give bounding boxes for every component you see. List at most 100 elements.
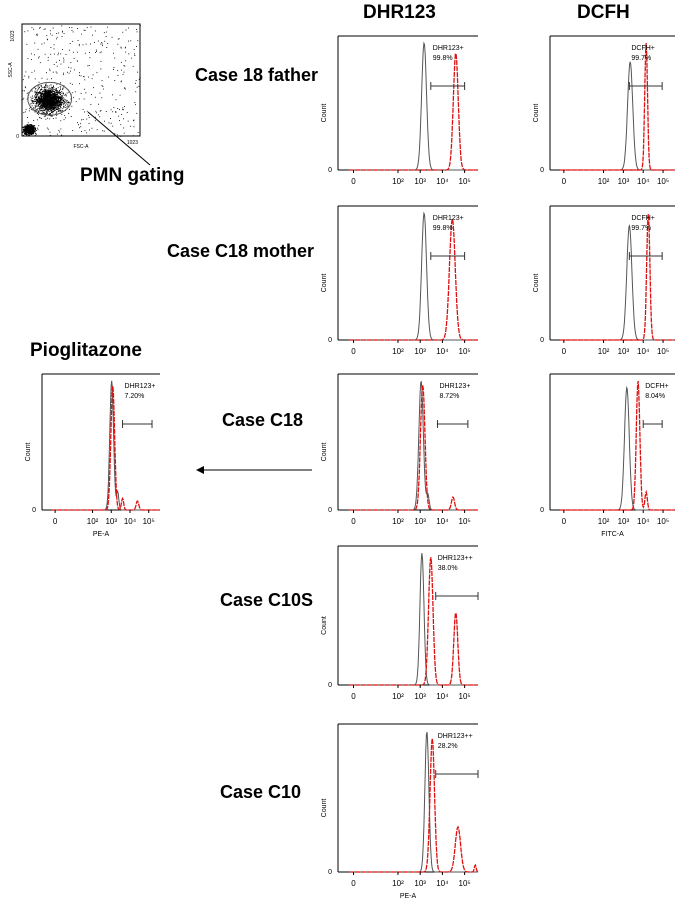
- x-tick-label: 10⁵: [459, 517, 471, 526]
- x-axis-label: FSC-A: [74, 144, 90, 150]
- x-tick-label: 10⁵: [459, 879, 471, 888]
- series-sample-line: [349, 384, 478, 511]
- gate-label: DHR123+: [125, 383, 156, 390]
- y-tick-label: 0: [540, 507, 544, 514]
- x-tick-label: 0: [351, 177, 356, 186]
- y-axis-label: Count: [321, 104, 328, 123]
- column-title-dcfh: DCFH: [577, 2, 630, 23]
- y-tick-label: 0: [328, 507, 332, 514]
- gate-value: 99.7%: [631, 55, 651, 62]
- gate-marker: [628, 252, 663, 260]
- x-tick-label: 0: [53, 517, 58, 526]
- y-tick-label: 1023: [10, 30, 16, 41]
- x-tick-label: 10³: [618, 347, 630, 356]
- x-tick-label: 10³: [414, 347, 426, 356]
- series-sample-line: [349, 52, 478, 171]
- gate-marker: [628, 82, 663, 90]
- x-tick-label: 10³: [618, 177, 630, 186]
- y-tick-label: 0: [328, 869, 332, 876]
- x-tick-label: 0: [562, 517, 567, 526]
- x-tick-label: 10⁴: [436, 517, 449, 526]
- gate-label: DHR123++: [438, 555, 473, 562]
- gate-value: 8.72%: [439, 393, 459, 400]
- pmn-gate-pointer-line: [87, 111, 151, 166]
- x-tick-label: 10⁵: [143, 517, 155, 526]
- y-axis-label: Count: [533, 274, 540, 293]
- gate-value: 28.2%: [438, 743, 458, 750]
- gate-label: DCFH+: [631, 45, 655, 52]
- scatter-frame: [21, 23, 141, 137]
- x-tick-label: 10³: [414, 517, 426, 526]
- gate-value: 38.0%: [438, 565, 458, 572]
- gate-label: DHR123+: [433, 215, 464, 222]
- arrow-head-icon: [196, 466, 204, 474]
- x-tick-label: 0: [351, 347, 356, 356]
- x-tick-label: 0: [351, 517, 356, 526]
- y-axis-label: Count: [321, 443, 328, 462]
- series-control-line: [559, 224, 675, 341]
- x-tick-label: 10²: [392, 517, 404, 526]
- gate-marker: [435, 770, 479, 778]
- series-control-line: [559, 61, 675, 171]
- series-sample-line: [349, 557, 478, 686]
- x-tick-label: 10⁴: [637, 347, 650, 356]
- x-tick-label: 10²: [598, 347, 610, 356]
- x-tick-label: 10⁵: [459, 347, 471, 356]
- gate-marker: [642, 420, 663, 428]
- y-axis-label: Count: [321, 616, 328, 635]
- x-tick-label: 0: [562, 177, 567, 186]
- gate-marker: [436, 420, 469, 428]
- x-tick-label: 10²: [392, 347, 404, 356]
- x-tick-label: 10⁴: [436, 879, 449, 888]
- label-case-c18-mother: Case C18 mother: [167, 241, 315, 261]
- x-tick-label: 10²: [392, 879, 404, 888]
- y-tick-label: 0: [328, 167, 332, 174]
- series-sample-line: [51, 385, 160, 511]
- y-axis-label: SSC-A: [8, 62, 14, 78]
- x-tick-label: 10⁵: [657, 517, 669, 526]
- x-tick-label: 10⁵: [459, 692, 471, 701]
- y-tick-label: 0: [328, 337, 332, 344]
- series-control-line: [51, 380, 160, 511]
- scatter-events: [22, 25, 141, 137]
- y-tick-label: 0: [32, 507, 36, 514]
- x-tick-label: 0: [16, 134, 19, 140]
- gate-label: DHR123++: [438, 733, 473, 740]
- y-tick-label: 0: [540, 167, 544, 174]
- y-axis-label: Count: [321, 274, 328, 293]
- label-case-c10: Case C10: [220, 782, 302, 802]
- gate-label: DCFH+: [645, 383, 669, 390]
- x-tick-label: 0: [351, 879, 356, 888]
- x-tick-label: 0: [562, 347, 567, 356]
- x-tick-label: 10²: [87, 517, 99, 526]
- series-control-line: [349, 211, 478, 341]
- gate-marker: [430, 252, 466, 260]
- label-case-c18: Case C18: [222, 410, 304, 430]
- gate-value: 8.04%: [645, 393, 665, 400]
- y-tick-label: 0: [540, 337, 544, 344]
- pmn-gate-ellipse: [27, 81, 73, 116]
- label-case-18-father: Case 18 father: [195, 65, 319, 85]
- label-pioglitazone: Pioglitazone: [30, 340, 142, 361]
- y-axis-label: Count: [533, 104, 540, 123]
- x-tick-label: 10⁴: [124, 517, 137, 526]
- x-axis-label: FITC-A: [601, 531, 624, 538]
- series-sample-line: [559, 43, 675, 171]
- gate-marker: [430, 82, 466, 90]
- series-control-line: [349, 381, 478, 511]
- x-axis-label: PE-A: [400, 893, 417, 900]
- x-tick-label: 10⁵: [657, 347, 669, 356]
- x-tick-label: 10²: [598, 517, 610, 526]
- x-tick-label: 10⁴: [436, 177, 449, 186]
- x-tick-label: 10²: [392, 692, 404, 701]
- x-tick-label: 10³: [414, 177, 426, 186]
- x-tick-label: 0: [351, 692, 356, 701]
